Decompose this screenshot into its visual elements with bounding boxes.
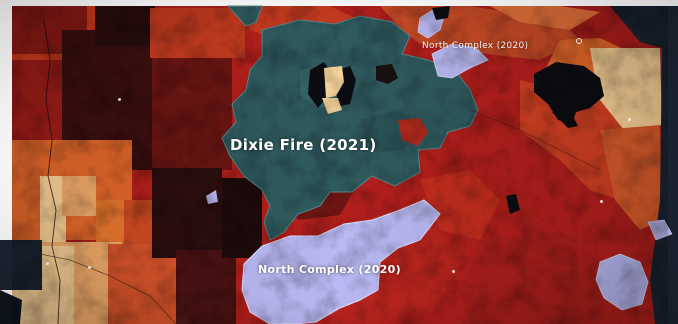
town-dot-icon xyxy=(452,270,455,273)
town-dot-icon xyxy=(118,98,121,101)
mapbox-logo-mark xyxy=(576,38,582,44)
mapbox-logo-icon xyxy=(576,36,582,46)
road-line xyxy=(159,59,231,111)
road-line xyxy=(39,253,177,324)
town-dot-icon xyxy=(600,200,603,203)
town-dot-icon xyxy=(628,118,631,121)
north-complex-top-label: North Complex (2020) xyxy=(422,41,529,51)
town-dot-icon xyxy=(88,266,91,269)
town-dot-icon xyxy=(46,262,49,265)
dixie-fire-label: Dixie Fire (2021) xyxy=(230,136,377,154)
river-line xyxy=(43,19,61,324)
north-complex-bottom-label: North Complex (2020) xyxy=(258,263,401,276)
edge-fade xyxy=(12,6,668,324)
road-line xyxy=(469,109,601,171)
